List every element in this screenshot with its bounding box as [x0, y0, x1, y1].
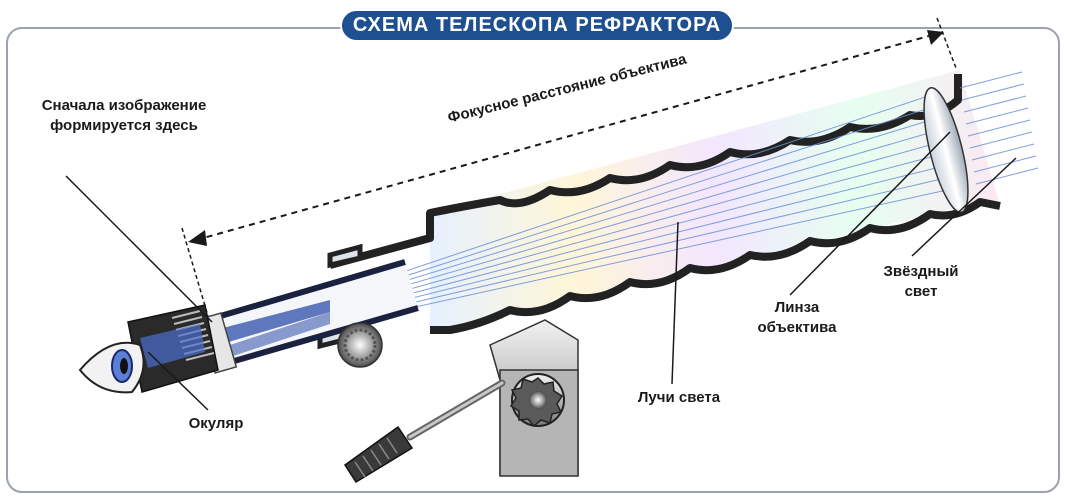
leader-eyepiece [147, 351, 209, 411]
focal-length-arrow [181, 17, 957, 317]
mount-knob [509, 373, 565, 428]
label-starlight: Звёздный свет [883, 263, 959, 300]
label-first-image: Сначала изображение формируется здесь [41, 97, 207, 134]
mount-post [489, 319, 579, 477]
main-tube [317, 70, 1001, 350]
leader-objective-lens [789, 131, 951, 296]
eyepiece-tube [198, 259, 419, 374]
label-objective-lens: Линза объектива [757, 299, 837, 336]
leader-first-image [65, 175, 213, 323]
diagram-title: СХЕМА ТЕЛЕСКОПА РЕФРАКТОРА [340, 9, 734, 42]
label-eyepiece: Окуляр [188, 415, 244, 432]
leader-light-rays [671, 221, 679, 385]
objective-lens [923, 87, 969, 213]
label-light-rays: Лучи света [637, 389, 721, 406]
leader-lines [65, 131, 1017, 411]
eyepiece-body [127, 304, 219, 393]
eye [78, 341, 145, 394]
mount-handle [343, 379, 506, 484]
focus-knob [337, 322, 383, 368]
leader-starlight [911, 157, 1017, 257]
